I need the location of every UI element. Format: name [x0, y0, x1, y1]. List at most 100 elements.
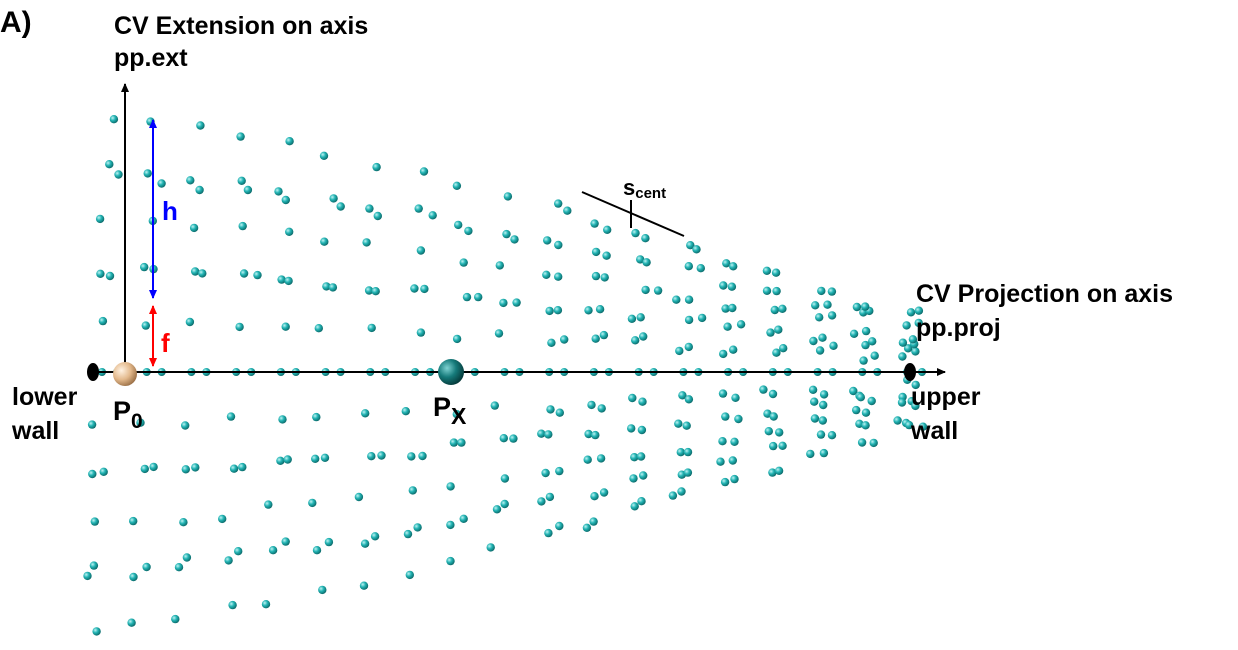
grid-node: [228, 600, 237, 610]
grid-node: [642, 258, 651, 267]
grid-node: [762, 286, 772, 295]
grid-node: [143, 169, 152, 178]
grid-node: [502, 229, 511, 239]
grid-node: [92, 627, 101, 636]
grid-node: [90, 517, 100, 526]
grid-node: [815, 346, 825, 355]
grid-node: [401, 407, 410, 416]
grid-node: [324, 537, 334, 547]
grid-node: [276, 456, 285, 465]
grid-node: [452, 181, 462, 190]
grid-node: [721, 304, 730, 313]
grid-node: [914, 306, 924, 315]
grid-node: [587, 400, 596, 410]
grid-node: [861, 326, 871, 336]
grid-node: [364, 286, 374, 295]
px-label: PX: [433, 392, 467, 429]
grid-node: [630, 453, 639, 462]
grid-node: [730, 474, 739, 484]
y-axis-title-line1: CV Extension on axis: [114, 12, 368, 40]
grid-node: [636, 255, 645, 264]
grid-node: [224, 556, 233, 565]
grid-node: [253, 270, 262, 280]
grid-node: [682, 421, 691, 430]
grid-node: [720, 477, 730, 487]
grid-node: [237, 176, 246, 185]
grid-node: [312, 412, 321, 422]
grid-node: [87, 420, 97, 429]
grid-node: [499, 298, 508, 308]
grid-node: [728, 456, 737, 465]
grid-node: [868, 337, 877, 346]
grid-node: [823, 300, 832, 309]
grid-node: [731, 393, 740, 402]
grid-node: [719, 349, 728, 359]
grid-node: [678, 391, 687, 400]
grid-node: [544, 528, 553, 538]
grid-node: [89, 561, 99, 570]
grid-node: [819, 400, 828, 410]
grid-node: [856, 393, 865, 402]
grid-node: [819, 390, 829, 399]
grid-node: [870, 351, 879, 360]
grid-node: [867, 396, 876, 406]
grid-node: [672, 295, 681, 304]
grid-node: [770, 305, 779, 315]
grid-node: [677, 487, 686, 496]
grid-node: [599, 330, 609, 340]
grid-node: [653, 286, 663, 295]
grid-node: [226, 412, 236, 421]
grid-node: [314, 324, 323, 333]
grid-node: [99, 467, 108, 476]
upper-wall-label-line2: wall: [910, 417, 958, 445]
grid-node: [449, 438, 459, 447]
grid-node: [372, 162, 381, 172]
x-axis-title-line1: CV Projection on axis: [916, 280, 1173, 308]
grid-node: [354, 492, 364, 502]
p0-point: [113, 362, 137, 386]
grid-node: [898, 352, 907, 361]
grid-node: [684, 342, 693, 352]
h-label: h: [162, 196, 178, 226]
grid-node: [239, 269, 249, 278]
grid-node: [149, 462, 158, 472]
grid-node: [602, 251, 611, 260]
grid-node: [852, 405, 861, 415]
grid-node: [683, 468, 693, 477]
grid-node: [377, 451, 386, 460]
grid-node: [492, 505, 502, 514]
grid-node: [500, 474, 510, 483]
grid-node: [416, 328, 426, 337]
grid-node: [336, 202, 345, 211]
grid-node: [861, 421, 870, 430]
grid-node: [185, 317, 195, 327]
grid-node: [736, 320, 746, 329]
grid-node: [778, 441, 787, 450]
grid-node: [268, 546, 278, 555]
grid-node: [641, 234, 650, 243]
upper-wall-label-line1: upper: [911, 383, 981, 411]
grid-node: [668, 491, 678, 500]
grid-node: [486, 543, 495, 552]
grid-node: [312, 546, 322, 555]
grid-node: [590, 492, 599, 501]
grid-node: [591, 247, 601, 257]
grid-node: [544, 430, 553, 439]
grid-node: [563, 206, 572, 215]
grid-node: [182, 553, 192, 562]
grid-node: [734, 414, 743, 424]
grid-node: [322, 282, 331, 291]
grid-node: [446, 520, 455, 530]
grid-node: [766, 328, 775, 337]
grid-node: [861, 340, 870, 350]
grid-node: [827, 431, 837, 440]
grid-node: [543, 236, 552, 245]
grid-node: [727, 282, 737, 291]
grid-node: [238, 221, 247, 231]
grid-node: [849, 329, 859, 338]
grid-node: [778, 304, 787, 313]
panel-label: A): [0, 6, 32, 39]
grid-node: [281, 322, 290, 331]
grid-node: [537, 497, 546, 506]
